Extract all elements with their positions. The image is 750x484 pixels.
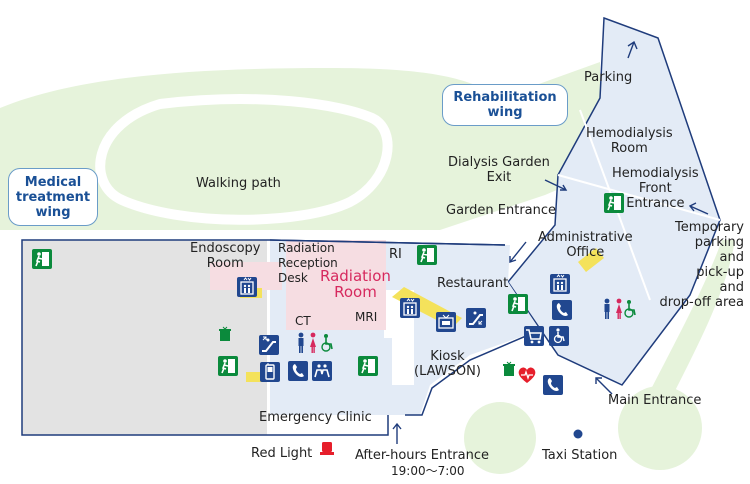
walking-path-label: Walking path: [196, 176, 281, 191]
red-light-label: Red Light: [251, 446, 313, 461]
restaurant-label: Restaurant: [437, 276, 509, 291]
emergency-exit-icon: [358, 356, 378, 376]
wheelchair-icon: [549, 326, 569, 346]
dialysis-garden-exit-label: Dialysis Garden Exit: [448, 155, 550, 185]
rehabilitation-wing-badge: Rehabilitation wing: [442, 84, 568, 126]
lounge-icon: [312, 361, 332, 381]
lawn-circle-left: [464, 402, 536, 474]
highlight-bar: [246, 372, 268, 382]
restroom-icon: [296, 332, 342, 354]
after-hours-entrance-label: After-hours Entrance: [355, 448, 490, 463]
radiation-area: [286, 240, 386, 330]
connector-outline: [269, 239, 506, 246]
escalator-icon: [259, 335, 279, 355]
elevator-icon: [237, 277, 257, 297]
restroom-icon: [602, 298, 648, 320]
shopping-cart-icon: [524, 326, 544, 346]
ri-label: RI: [389, 247, 402, 262]
hemodialysis-front-entrance-label: Hemodialysis Front Entrance: [612, 166, 699, 211]
walking-path-loop: [95, 94, 393, 225]
emergency-exit-icon: [218, 356, 238, 376]
elevator-icon: [400, 298, 420, 318]
aed-icon: [517, 366, 537, 384]
after-hours-arrow: [392, 422, 402, 444]
parking-label: Parking: [584, 70, 633, 85]
hemodialysis-front-arrow: [688, 202, 709, 215]
medical-treatment-wing-badge: Medical treatment wing: [8, 168, 98, 226]
parking-arrow: [627, 40, 638, 59]
telephone-icon: [288, 361, 308, 381]
building-outline: [405, 329, 541, 416]
main-entrance-arrow: [595, 377, 613, 395]
administrative-office-label: Administrative Office: [538, 230, 633, 260]
telephone-icon: [543, 375, 563, 395]
elevator-icon: [550, 274, 570, 294]
dialysis-exit-arrow: [544, 179, 568, 191]
emergency-exit-icon: [508, 294, 528, 314]
lawn-circle-right: [618, 386, 702, 470]
radiation-reception-desk-label: Radiation Reception Desk: [278, 241, 338, 285]
emergency-clinic-label: Emergency Clinic: [259, 410, 372, 425]
trash-icon: [218, 326, 232, 342]
interior-line: [557, 174, 721, 221]
ct-label: CT: [295, 314, 311, 328]
hemodialysis-room-label: Hemodialysis Room: [586, 126, 673, 156]
escalator-icon: [466, 308, 486, 328]
temporary-parking-label: Temporary parking and pick-up and drop-o…: [659, 220, 744, 310]
trash-icon: [502, 361, 516, 377]
garden-entrance-arrow: [509, 241, 527, 263]
highlight-bar: [578, 248, 604, 272]
mri-label: MRI: [355, 310, 378, 324]
mobile-phone-icon: [260, 362, 280, 382]
taxi-station-icon: [573, 429, 583, 439]
garden-entrance-label: Garden Entrance: [446, 203, 557, 218]
after-hours-time-label: 19:00～7:00: [391, 464, 465, 478]
emergency-exit-icon: [32, 249, 52, 269]
telephone-icon: [552, 300, 572, 320]
endoscopy-room-label: Endoscopy Room: [190, 241, 261, 271]
main-entrance-label: Main Entrance: [608, 393, 702, 408]
kiosk-label: Kiosk (LAWSON): [414, 349, 481, 379]
taxi-station-label: Taxi Station: [542, 448, 618, 463]
information-icon: [436, 312, 456, 332]
emergency-exit-icon: [604, 193, 624, 213]
red-light-icon: [320, 442, 334, 455]
radiation-room-label: Radiation Room: [320, 267, 391, 301]
emergency-exit-icon: [417, 245, 437, 265]
